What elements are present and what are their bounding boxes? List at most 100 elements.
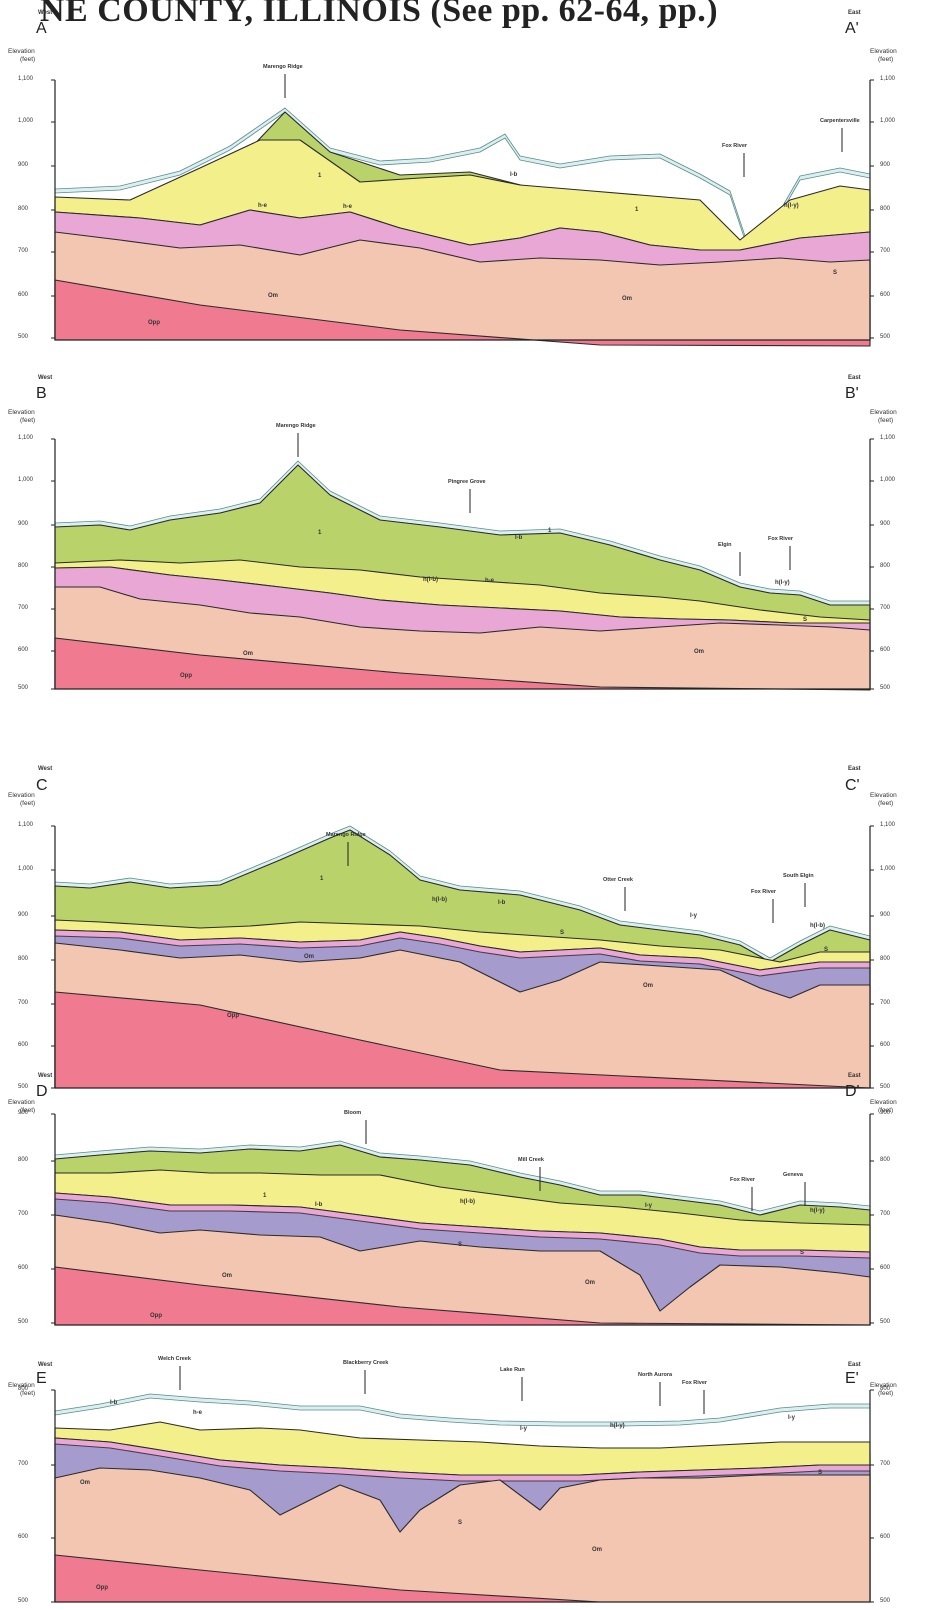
tick-label-left: 900 — [18, 162, 29, 168]
section-letter-left: D — [36, 1083, 48, 1100]
east-label: East — [848, 375, 861, 381]
tick-label-right: 800 — [880, 206, 891, 212]
unit-label: 1 — [548, 528, 552, 534]
unit-label: Om — [304, 954, 315, 960]
unit-label: S — [800, 1250, 805, 1256]
section-profile — [51, 825, 874, 1089]
feet-label-right: (feet) — [878, 1107, 894, 1114]
section-letter-left: C — [36, 777, 48, 794]
unit-label: S — [458, 1520, 463, 1526]
section-frame — [54, 1390, 871, 1603]
east-label: East — [848, 1362, 861, 1368]
tick-label-right: 500 — [880, 1084, 891, 1090]
unit-label: Om — [222, 1273, 233, 1279]
section-profile — [51, 1366, 874, 1603]
tick-label-right: 700 — [880, 605, 891, 611]
elevation-label-left: Elevation — [8, 48, 35, 55]
feature-label: Geneva — [783, 1172, 803, 1178]
tick-label-right: 1,000 — [880, 477, 896, 483]
unit-label: I-y — [788, 1415, 796, 1421]
section-letter-right: D' — [845, 1083, 860, 1100]
unit-label: 1 — [320, 876, 324, 882]
feature-label: Fox River — [768, 536, 794, 542]
unit-label: 1 — [263, 1193, 267, 1199]
tick-label-right: 900 — [880, 1110, 891, 1116]
tick-label-right: 700 — [880, 1461, 891, 1467]
tick-label-right: 800 — [880, 563, 891, 569]
tick-label-left: 700 — [18, 1211, 29, 1217]
feet-label-right: (feet) — [878, 1390, 894, 1397]
feature-label: Mill Creek — [518, 1157, 544, 1163]
section-letter-left: B — [36, 385, 47, 402]
feature-label: Marengo Ridge — [263, 64, 303, 70]
unit-label: S — [560, 930, 565, 936]
unit-label: 1 — [318, 530, 322, 536]
unit-label: S — [803, 617, 808, 623]
unit-label: S — [818, 1470, 823, 1476]
elevation-label-left: Elevation — [8, 1382, 35, 1389]
west-label: West — [38, 10, 53, 16]
tick-label-right: 800 — [880, 1157, 891, 1163]
elevation-label-left: Elevation — [8, 409, 35, 416]
tick-label-right: 600 — [880, 1265, 891, 1271]
unit-label: Opp — [148, 320, 160, 326]
section-letter-right: A' — [845, 20, 859, 37]
unit-label: h-e — [343, 204, 352, 210]
page-title: NE COUNTY, ILLINOIS (See pp. 62-64, pp.) — [40, 0, 719, 29]
tick-label-left: 900 — [18, 521, 29, 527]
unit-label: S — [833, 270, 838, 276]
tick-label-right: 1,000 — [880, 118, 896, 124]
tick-label-left: 500 — [18, 685, 29, 691]
tick-label-left: 800 — [18, 1386, 29, 1392]
tick-label-left: 900 — [18, 1110, 29, 1116]
feature-label: Marengo Ridge — [326, 832, 366, 838]
feet-label-right: (feet) — [878, 56, 894, 63]
tick-label-right: 500 — [880, 1319, 891, 1325]
section-profile — [51, 74, 874, 347]
section-profile — [51, 433, 874, 691]
unit-label: Om — [585, 1280, 596, 1286]
tick-label-right: 700 — [880, 248, 891, 254]
unit-label: h(l-y) — [784, 203, 799, 209]
unit-label: I-b — [510, 172, 518, 178]
elevation-label-right: Elevation — [870, 1382, 897, 1389]
unit-label: I-y — [645, 1203, 653, 1209]
feet-label-left: (feet) — [20, 800, 36, 807]
elevation-label-left: Elevation — [8, 1099, 35, 1106]
unit-label: S — [458, 1242, 463, 1248]
tick-label-right: 1,000 — [880, 866, 896, 872]
unit-label: h(l-b) — [423, 577, 438, 583]
tick-label-right: 900 — [880, 912, 891, 918]
feature-label: South Elgin — [783, 873, 814, 879]
section-letter-left: E — [36, 1370, 47, 1387]
feet-label-left: (feet) — [20, 56, 36, 63]
elevation-label-right: Elevation — [870, 792, 897, 799]
tick-label-right: 1,100 — [880, 435, 896, 441]
east-label: East — [848, 10, 861, 16]
feet-label-left: (feet) — [20, 1390, 36, 1397]
elevation-label-right: Elevation — [870, 1099, 897, 1106]
feature-label: Otter Creek — [603, 877, 633, 883]
tick-label-right: 500 — [880, 1598, 891, 1604]
feature-label: Elgin — [718, 542, 732, 548]
feature-label: Fox River — [751, 889, 777, 895]
unit-label: Opp — [227, 1013, 239, 1019]
feature-label: Marengo Ridge — [276, 423, 316, 429]
feature-label: Fox River — [722, 143, 748, 149]
tick-label-left: 600 — [18, 647, 29, 653]
feet-label-right: (feet) — [878, 800, 894, 807]
tick-label-left: 600 — [18, 292, 29, 298]
section-frame — [54, 439, 871, 690]
tick-label-left: 500 — [18, 1319, 29, 1325]
elevation-label-right: Elevation — [870, 409, 897, 416]
tick-label-left: 700 — [18, 248, 29, 254]
tick-label-right: 800 — [880, 1386, 891, 1392]
tick-label-left: 600 — [18, 1534, 29, 1540]
feature-label: Bloom — [344, 1110, 362, 1116]
om-unit — [54, 1467, 871, 1603]
tick-label-right: 500 — [880, 685, 891, 691]
tick-label-right: 800 — [880, 956, 891, 962]
tick-label-left: 800 — [18, 1157, 29, 1163]
